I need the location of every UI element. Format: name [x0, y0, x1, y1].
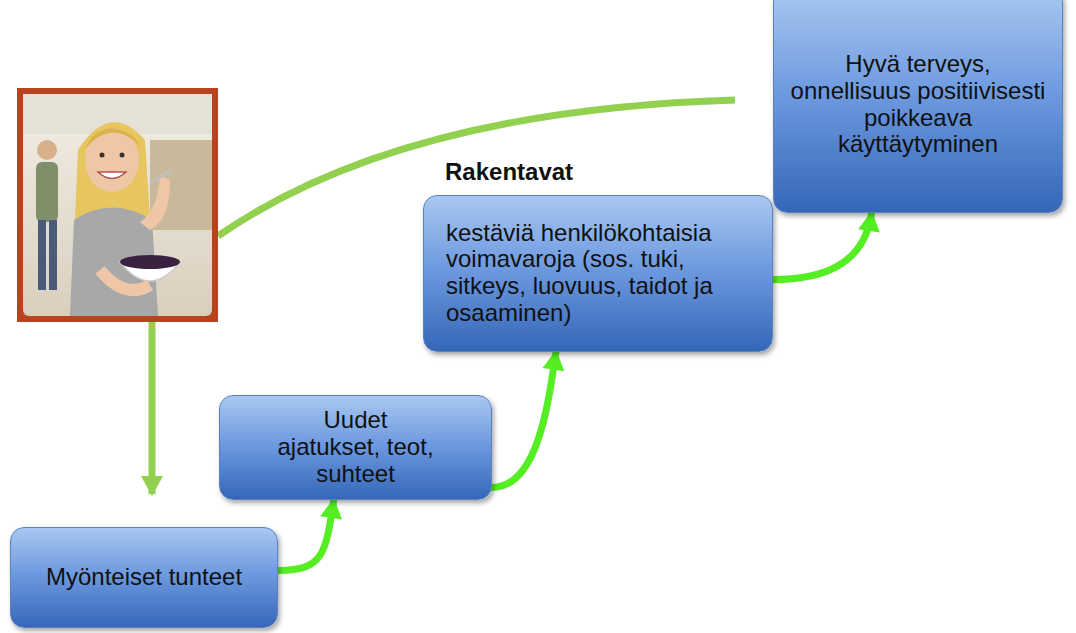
- process-box: Uudet ajatukset, teot, suhteet: [219, 395, 492, 500]
- box-heading: Rakentavat: [423, 158, 773, 187]
- flow-arrow: [149, 322, 156, 494]
- box-text: Myönteiset tunteet: [21, 564, 267, 591]
- box-text: Hyvä terveys, onnellisuus positiivisesti…: [786, 51, 1050, 159]
- process-box: Hyvä terveys, onnellisuus positiivisesti…: [773, 0, 1063, 213]
- flow-arrow: [492, 352, 556, 488]
- flow-arrow: [773, 213, 872, 280]
- process-box: Myönteiset tunteet: [10, 527, 278, 628]
- photo: [17, 88, 218, 322]
- process-box: Rakentavat kestäviä henkilökohtaisia voim…: [423, 158, 773, 352]
- box-shape: kestäviä henkilökohtaisia voimavaroja (s…: [423, 195, 773, 352]
- flow-arrow: [278, 500, 334, 570]
- box-text: Uudet ajatukset, teot, suhteet: [270, 407, 441, 488]
- box-text: kestäviä henkilökohtaisia voimavaroja (s…: [446, 220, 754, 328]
